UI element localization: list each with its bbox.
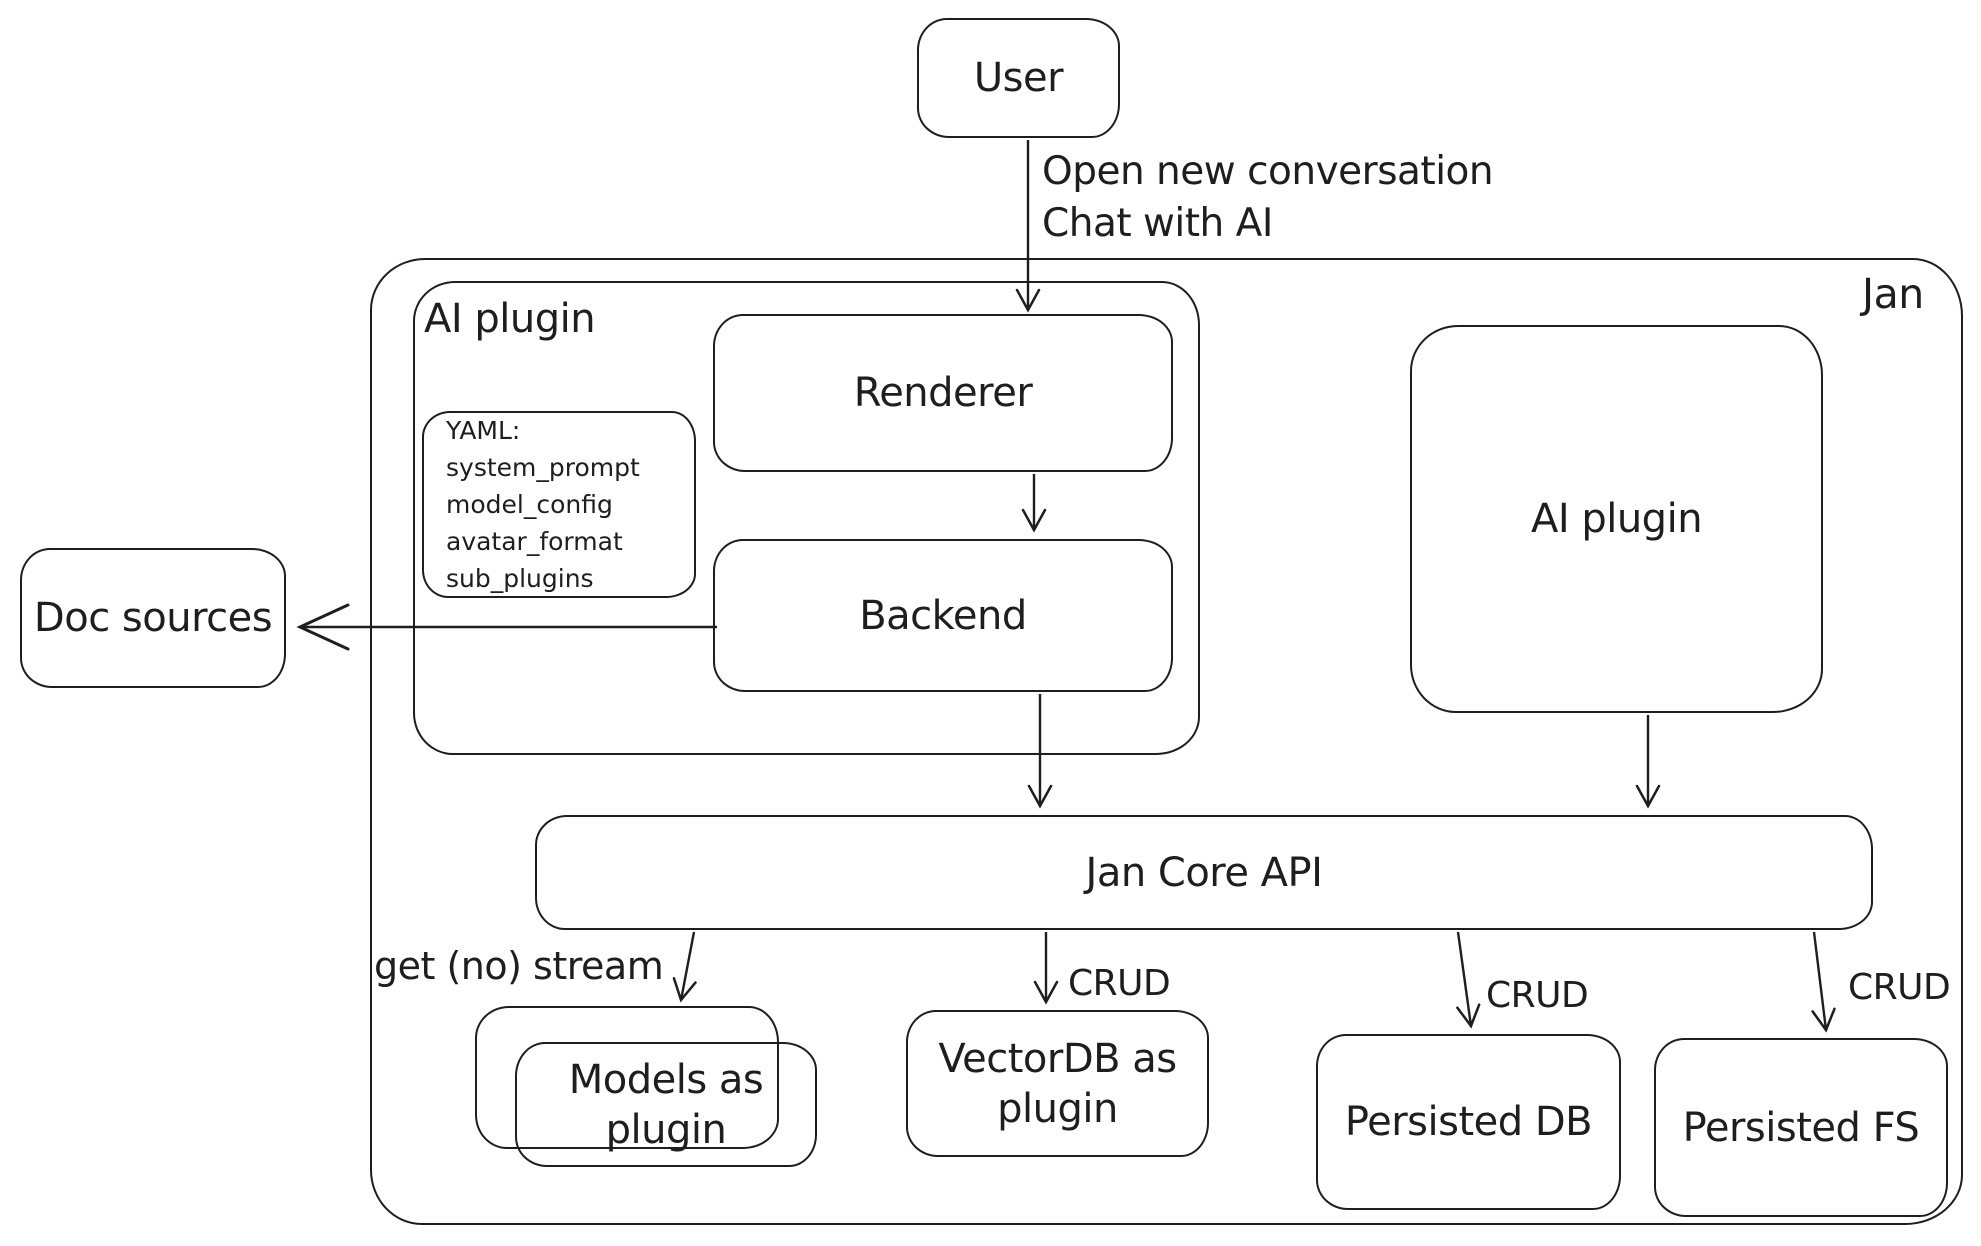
ai-plugin-container-label: AI plugin (424, 296, 596, 342)
edge-label-crud-persisted-fs: CRUD (1848, 967, 1951, 1008)
user-node: User (917, 18, 1120, 138)
models-as-plugin-shadow-box (475, 1006, 779, 1149)
persisted-db-label: Persisted DB (1344, 1099, 1593, 1145)
vectordb-node: VectorDB as plugin (906, 1010, 1209, 1157)
doc-sources-label: Doc sources (33, 595, 273, 641)
backend-label: Backend (859, 592, 1027, 639)
edge-label-crud-persisted-db: CRUD (1486, 975, 1589, 1016)
edge-label-user-to-renderer: Open new conversation Chat with AI (1042, 149, 1494, 246)
ai-plugin-right-node: AI plugin (1410, 325, 1823, 713)
ai-plugin-container (413, 281, 1200, 755)
ai-plugin-right-label: AI plugin (1530, 496, 1703, 542)
backend-node: Backend (713, 539, 1173, 692)
persisted-db-node: Persisted DB (1316, 1034, 1621, 1210)
persisted-fs-node: Persisted FS (1654, 1038, 1948, 1217)
yaml-note: YAML: system_prompt model_config avatar_… (422, 411, 696, 598)
jan-container-label: Jan (1862, 270, 1924, 318)
models-as-plugin-label: Models as plugin (568, 1056, 764, 1153)
persisted-fs-label: Persisted FS (1682, 1104, 1920, 1151)
jan-core-api-label: Jan Core API (1085, 849, 1323, 896)
yaml-note-text: YAML: system_prompt model_config avatar_… (446, 416, 640, 593)
renderer-node: Renderer (713, 314, 1173, 472)
edge-label-get-no-stream: get (no) stream (374, 944, 664, 988)
vectordb-label: VectorDB as plugin (938, 1035, 1177, 1132)
edge-label-crud-vectordb: CRUD (1068, 963, 1171, 1004)
jan-core-api-node: Jan Core API (535, 815, 1873, 930)
user-label: User (973, 55, 1064, 101)
doc-sources-node: Doc sources (20, 548, 286, 688)
renderer-label: Renderer (853, 370, 1033, 416)
jan-container (370, 258, 1963, 1225)
models-as-plugin-node: Models as plugin (515, 1042, 817, 1167)
